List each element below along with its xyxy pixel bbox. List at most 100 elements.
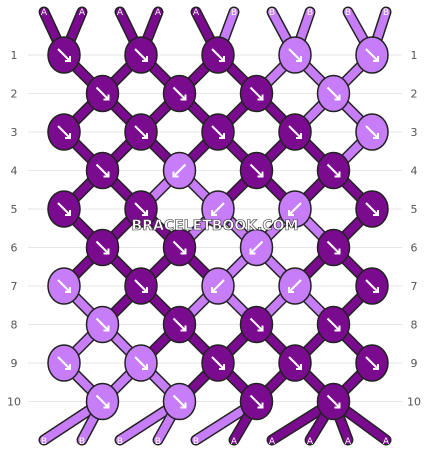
knot-arrow-icon [365, 356, 379, 370]
knot-arrowhead-icon [334, 325, 341, 332]
knot-arrowhead-icon [142, 56, 148, 62]
string-label-top: A [193, 8, 200, 18]
knot-arrowhead-icon [211, 210, 217, 216]
string-label-top: B [345, 8, 351, 18]
knot-arrow-icon [95, 240, 110, 255]
knot-arrow-icon [172, 240, 187, 255]
string-label-bottom: A [383, 437, 390, 447]
knot-arrow-icon [172, 163, 187, 178]
knot-arrowhead-icon [257, 402, 264, 409]
row-number-left: 5 [11, 203, 18, 216]
knot-arrow-icon [57, 279, 71, 293]
knot-arrow-icon [249, 394, 264, 409]
string-label-bottom: A [231, 437, 238, 447]
knot-arrowhead-icon [296, 364, 302, 370]
string-label-top: B [307, 8, 313, 18]
site-watermark: BRACELETBOOK.COM [132, 218, 299, 234]
row-number-left: 9 [11, 357, 18, 370]
row-number-left: 4 [11, 165, 18, 178]
knot-arrowhead-icon [334, 402, 341, 409]
knot-arrowhead-icon [103, 94, 110, 101]
knot-arrowhead-icon [65, 364, 71, 370]
knot-arrowhead-icon [288, 210, 294, 216]
knot-arrowhead-icon [334, 171, 341, 178]
row-number-left: 8 [11, 319, 18, 332]
string-label-bottom: B [79, 437, 85, 447]
row-number-right: 6 [411, 242, 418, 255]
knot-arrow-icon [288, 202, 302, 216]
knot-arrowhead-icon [142, 287, 148, 293]
row-number-right: 7 [411, 280, 418, 293]
knot-arrow-icon [365, 202, 379, 216]
knot-arrowhead-icon [103, 402, 110, 409]
knot-arrowhead-icon [373, 287, 379, 293]
knot-arrow-icon [95, 86, 110, 101]
knot-arrowhead-icon [65, 210, 71, 216]
knot-arrow-icon [172, 317, 187, 332]
knot-arrow-icon [134, 279, 148, 293]
knot-arrowhead-icon [296, 56, 302, 62]
knot-arrow-icon [95, 163, 110, 178]
knot-arrowhead-icon [103, 325, 110, 332]
knot-arrow-icon [172, 394, 187, 409]
string-label-bottom: B [117, 437, 123, 447]
string-label-bottom: B [41, 437, 47, 447]
knot-arrowhead-icon [172, 171, 179, 178]
knot-arrow-icon [288, 279, 302, 293]
knot-arrowhead-icon [142, 133, 148, 139]
string-label-bottom: A [345, 437, 352, 447]
knot-arrowhead-icon [180, 402, 187, 409]
knot-arrowhead-icon [257, 325, 264, 332]
row-number-left: 10 [7, 396, 21, 409]
knot-arrow-icon [57, 48, 71, 62]
knot-arrow-icon [326, 86, 341, 101]
knot-arrowhead-icon [180, 94, 187, 101]
string-label-top: A [155, 8, 162, 18]
knot-arrow-icon [134, 202, 148, 216]
row-number-left: 6 [11, 242, 18, 255]
knot-arrowhead-icon [211, 287, 217, 293]
knot-arrowhead-icon [103, 248, 110, 255]
knot-grid [47, 36, 389, 421]
knot-arrowhead-icon [180, 325, 187, 332]
string-label-top: A [41, 8, 48, 18]
knot-arrow-icon [326, 317, 341, 332]
row-number-right: 1 [411, 49, 418, 62]
knot-arrow-icon [249, 317, 264, 332]
row-number-left: 3 [11, 126, 18, 139]
row-number-right: 3 [411, 126, 418, 139]
knot-arrow-icon [57, 125, 71, 139]
row-number-right: 2 [411, 88, 418, 101]
knot-arrowhead-icon [257, 171, 264, 178]
knot-arrow-icon [134, 356, 148, 370]
knot-arrowhead-icon [334, 248, 341, 255]
knot-arrow-icon [365, 279, 379, 293]
knot-arrow-icon [288, 125, 302, 139]
knot-arrow-icon [326, 240, 341, 255]
knot-arrowhead-icon [65, 287, 71, 293]
knot-arrow-icon [326, 394, 341, 409]
knot-arrowhead-icon [373, 56, 379, 62]
row-number-right: 4 [411, 165, 418, 178]
knot-arrow-icon [211, 356, 225, 370]
string-label-top: B [383, 8, 389, 18]
knot-arrowhead-icon [142, 210, 148, 216]
knot-arrow-icon [365, 48, 379, 62]
string-label-bottom: A [269, 437, 276, 447]
string-label-bottom: B [193, 437, 199, 447]
row-number-right: 10 [407, 396, 421, 409]
row-number-left: 1 [11, 49, 18, 62]
knot-arrowhead-icon [219, 133, 225, 139]
string-label-top: A [117, 8, 124, 18]
string-label-bottom: A [307, 437, 314, 447]
knot-arrowhead-icon [65, 56, 71, 62]
row-number-right: 5 [411, 203, 418, 216]
knot-arrowhead-icon [142, 364, 148, 370]
knot-arrowhead-icon [103, 171, 110, 178]
string-label-top: A [79, 8, 86, 18]
